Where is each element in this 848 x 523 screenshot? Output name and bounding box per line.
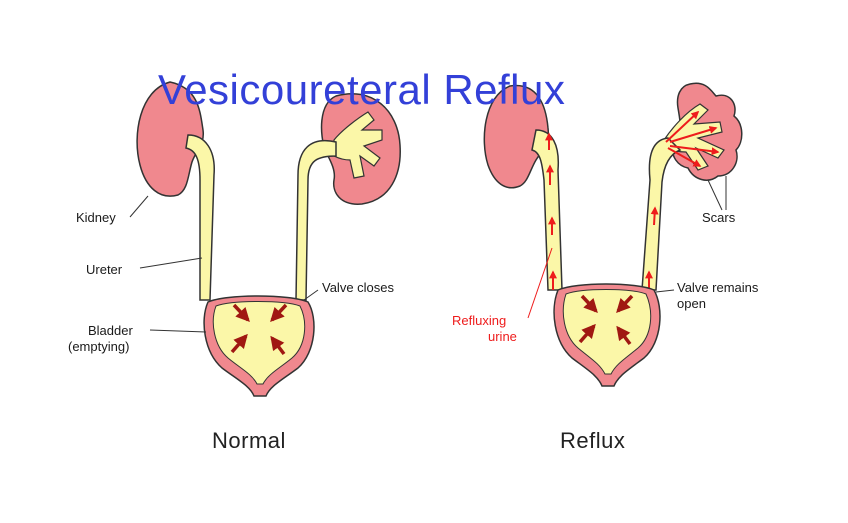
normal-right-ureter: [295, 139, 337, 301]
normal-arrow: [270, 335, 286, 356]
reflux-arrow: [669, 126, 718, 143]
label-bladder: Bladder: [88, 323, 133, 338]
label-refluxing: Refluxing: [452, 313, 507, 328]
normal-bladder-urine: [212, 301, 306, 385]
normal-left-kidney: [136, 81, 205, 197]
label-bladder-emptying: (emptying): [68, 339, 130, 354]
caption-reflux: Reflux: [560, 428, 626, 453]
leader-refluxing-urine: [527, 247, 553, 319]
label-kidney: Kidney: [76, 210, 116, 225]
reflux-right-ureter: [641, 137, 682, 291]
normal-right-renal-pelvis: [333, 111, 383, 179]
diagram-title: Vesicoureteral Reflux: [158, 66, 566, 113]
label-urine: urine: [488, 329, 517, 344]
reflux-bladder-arrow: [580, 294, 598, 314]
reflux-arrow: [667, 147, 702, 167]
leader-ureter: [139, 257, 203, 269]
leader-valve-remains-open: [655, 289, 675, 293]
reflux-left-kidney: [483, 84, 550, 189]
normal-arrow: [232, 303, 250, 323]
reflux-diagram: [483, 82, 743, 387]
leader-scars: [707, 179, 723, 211]
reflux-bladder-arrow: [616, 325, 632, 346]
caption-normal: Normal: [212, 428, 286, 453]
leader-kidney: [129, 195, 149, 218]
label-valve-closes: Valve closes: [322, 280, 395, 295]
label-ureter: Ureter: [86, 262, 123, 277]
reflux-bladder-arrow: [578, 323, 596, 344]
reflux-arrow: [650, 206, 659, 226]
normal-diagram: [129, 81, 401, 397]
normal-left-ureter: [185, 134, 215, 301]
reflux-bladder-arrow: [616, 294, 634, 314]
label-valve-remains: Valve remains: [677, 280, 759, 295]
label-scars: Scars: [702, 210, 736, 225]
reflux-arrow: [665, 110, 700, 143]
leader-bladder: [149, 329, 207, 333]
normal-arrow: [270, 303, 288, 323]
leader-valve-closes: [303, 289, 319, 301]
label-valve-open: open: [677, 296, 706, 311]
normal-arrow: [230, 333, 248, 354]
reflux-arrow: [669, 145, 720, 156]
